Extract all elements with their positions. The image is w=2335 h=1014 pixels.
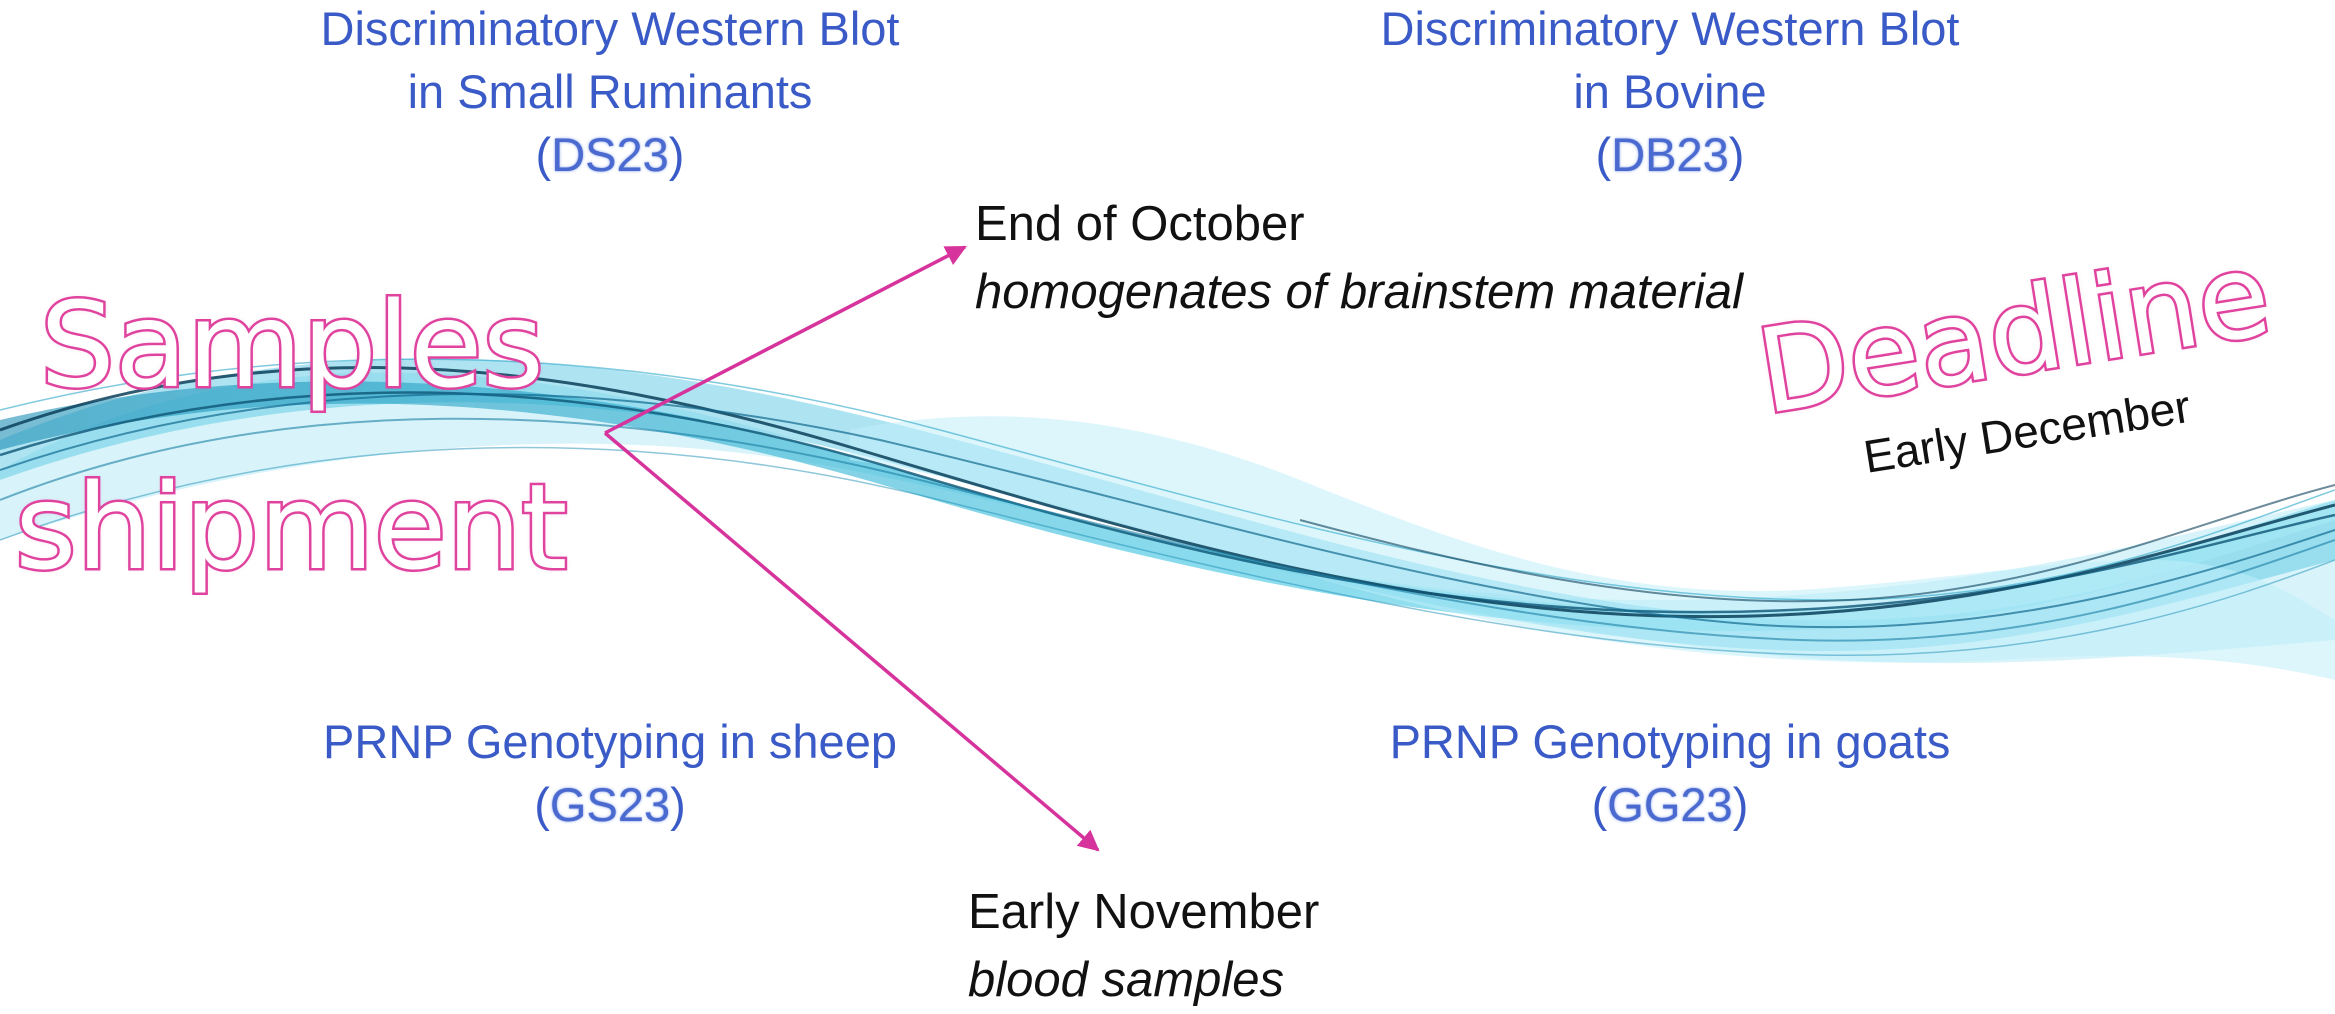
arrow-to-early-november (603, 431, 1100, 852)
wave-band (850, 416, 2335, 680)
end-of-october-date: End of October (975, 197, 1305, 251)
heading-gg23-line1: PRNP Genotyping in goats (1389, 715, 1951, 768)
heading-ds23-line1: Discriminatory Western Blot (320, 2, 900, 55)
heading-gs23-line1: PRNP Genotyping in sheep (323, 715, 897, 768)
samples-label: Samples (38, 276, 547, 414)
code-ds23: (DS23) (535, 128, 685, 181)
wave-band (0, 381, 2335, 632)
heading-ds23: Discriminatory Western Blot in Small Rum… (240, 0, 980, 186)
code-gs23: (GS23) (534, 778, 686, 831)
wave-strand (0, 417, 2335, 642)
heading-gs23: PRNP Genotyping in sheep (GS23) (250, 710, 970, 836)
heading-gg23: PRNP Genotyping in goats (GG23) (1310, 710, 2030, 836)
heading-db23-line1: Discriminatory Western Blot (1380, 2, 1960, 55)
wave-strand (0, 393, 2335, 629)
wave-strand (0, 391, 2335, 614)
heading-ds23-line2: in Small Ruminants (407, 65, 813, 118)
early-november-date: Early November (968, 885, 1320, 939)
end-of-october-material: homogenates of brainstem material (975, 265, 1744, 319)
shipment-label: shipment (13, 458, 571, 596)
code-gg23: (GG23) (1591, 778, 1749, 831)
early-november-block: Early November blood samples (968, 878, 1319, 1014)
heading-db23-line2: in Bovine (1573, 65, 1767, 118)
code-db23: (DB23) (1595, 128, 1745, 181)
end-of-october-block: End of October homogenates of brainstem … (975, 190, 1743, 326)
wave-strand (0, 446, 2335, 657)
early-november-material: blood samples (968, 953, 1284, 1007)
heading-db23: Discriminatory Western Blot in Bovine (D… (1300, 0, 2040, 186)
arrow-to-end-of-october (604, 245, 967, 435)
wave-strand (0, 358, 2335, 601)
wave-strand (1299, 484, 2335, 603)
